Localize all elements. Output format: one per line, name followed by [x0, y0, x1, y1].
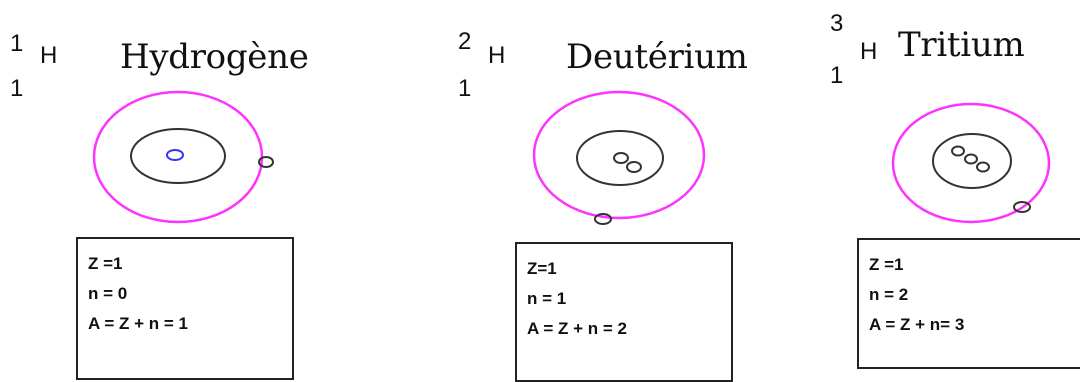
tritium-mass-number: 3 — [830, 10, 844, 37]
deuterium-mass-number: 2 — [458, 28, 472, 55]
deuterium-title: Deutérium — [566, 37, 748, 77]
tritium-a-value: A = Z + n= 3 — [869, 315, 965, 334]
hydrogen-nucleus-outline — [130, 128, 226, 184]
tritium-atom — [891, 102, 1051, 224]
tritium-z-value: Z =1 — [869, 255, 904, 274]
deuterium-atom — [532, 90, 706, 225]
hydrogen-mass-number: 1 — [10, 30, 24, 57]
tritium-electron — [1013, 201, 1031, 213]
tritium-nucleon — [964, 153, 978, 165]
hydrogen-title: Hydrogène — [120, 37, 309, 77]
tritium-title: Tritium — [898, 25, 1025, 65]
hydrogen-symbol: H — [40, 42, 58, 69]
hydrogen-atom — [92, 90, 274, 224]
deuterium-a-value: A = Z + n = 2 — [527, 319, 627, 338]
deuterium-atomic-number: 1 — [458, 75, 472, 102]
tritium-atomic-number: 1 — [830, 62, 844, 89]
deuterium-nucleon — [626, 161, 642, 173]
tritium-info-box: Z =1 n = 2 A = Z + n= 3 — [857, 238, 1080, 369]
deuterium-n-value: n = 1 — [527, 289, 567, 308]
hydrogen-n-value: n = 0 — [88, 284, 128, 303]
hydrogen-electron-orbit — [92, 90, 264, 224]
hydrogen-electron — [258, 156, 274, 168]
hydrogen-z-value: Z =1 — [88, 254, 123, 273]
deuterium-nucleon — [613, 152, 629, 164]
tritium-nucleon — [951, 145, 965, 157]
tritium-electron-orbit — [891, 102, 1051, 224]
hydrogen-proton — [166, 149, 184, 161]
tritium-n-value: n = 2 — [869, 285, 909, 304]
deuterium-electron-orbit — [532, 90, 706, 220]
deuterium-symbol: H — [488, 42, 506, 69]
tritium-nucleon — [976, 161, 990, 173]
deuterium-z-value: Z=1 — [527, 259, 557, 278]
tritium-symbol: H — [860, 38, 878, 65]
deuterium-electron — [594, 213, 612, 225]
deuterium-nucleus-outline — [576, 130, 664, 186]
tritium-nucleus-outline — [932, 133, 1012, 189]
hydrogen-a-value: A = Z + n = 1 — [88, 314, 188, 333]
hydrogen-info-box: Z =1 n = 0 A = Z + n = 1 — [76, 237, 294, 380]
hydrogen-atomic-number: 1 — [10, 75, 24, 102]
deuterium-info-box: Z=1 n = 1 A = Z + n = 2 — [515, 242, 733, 382]
